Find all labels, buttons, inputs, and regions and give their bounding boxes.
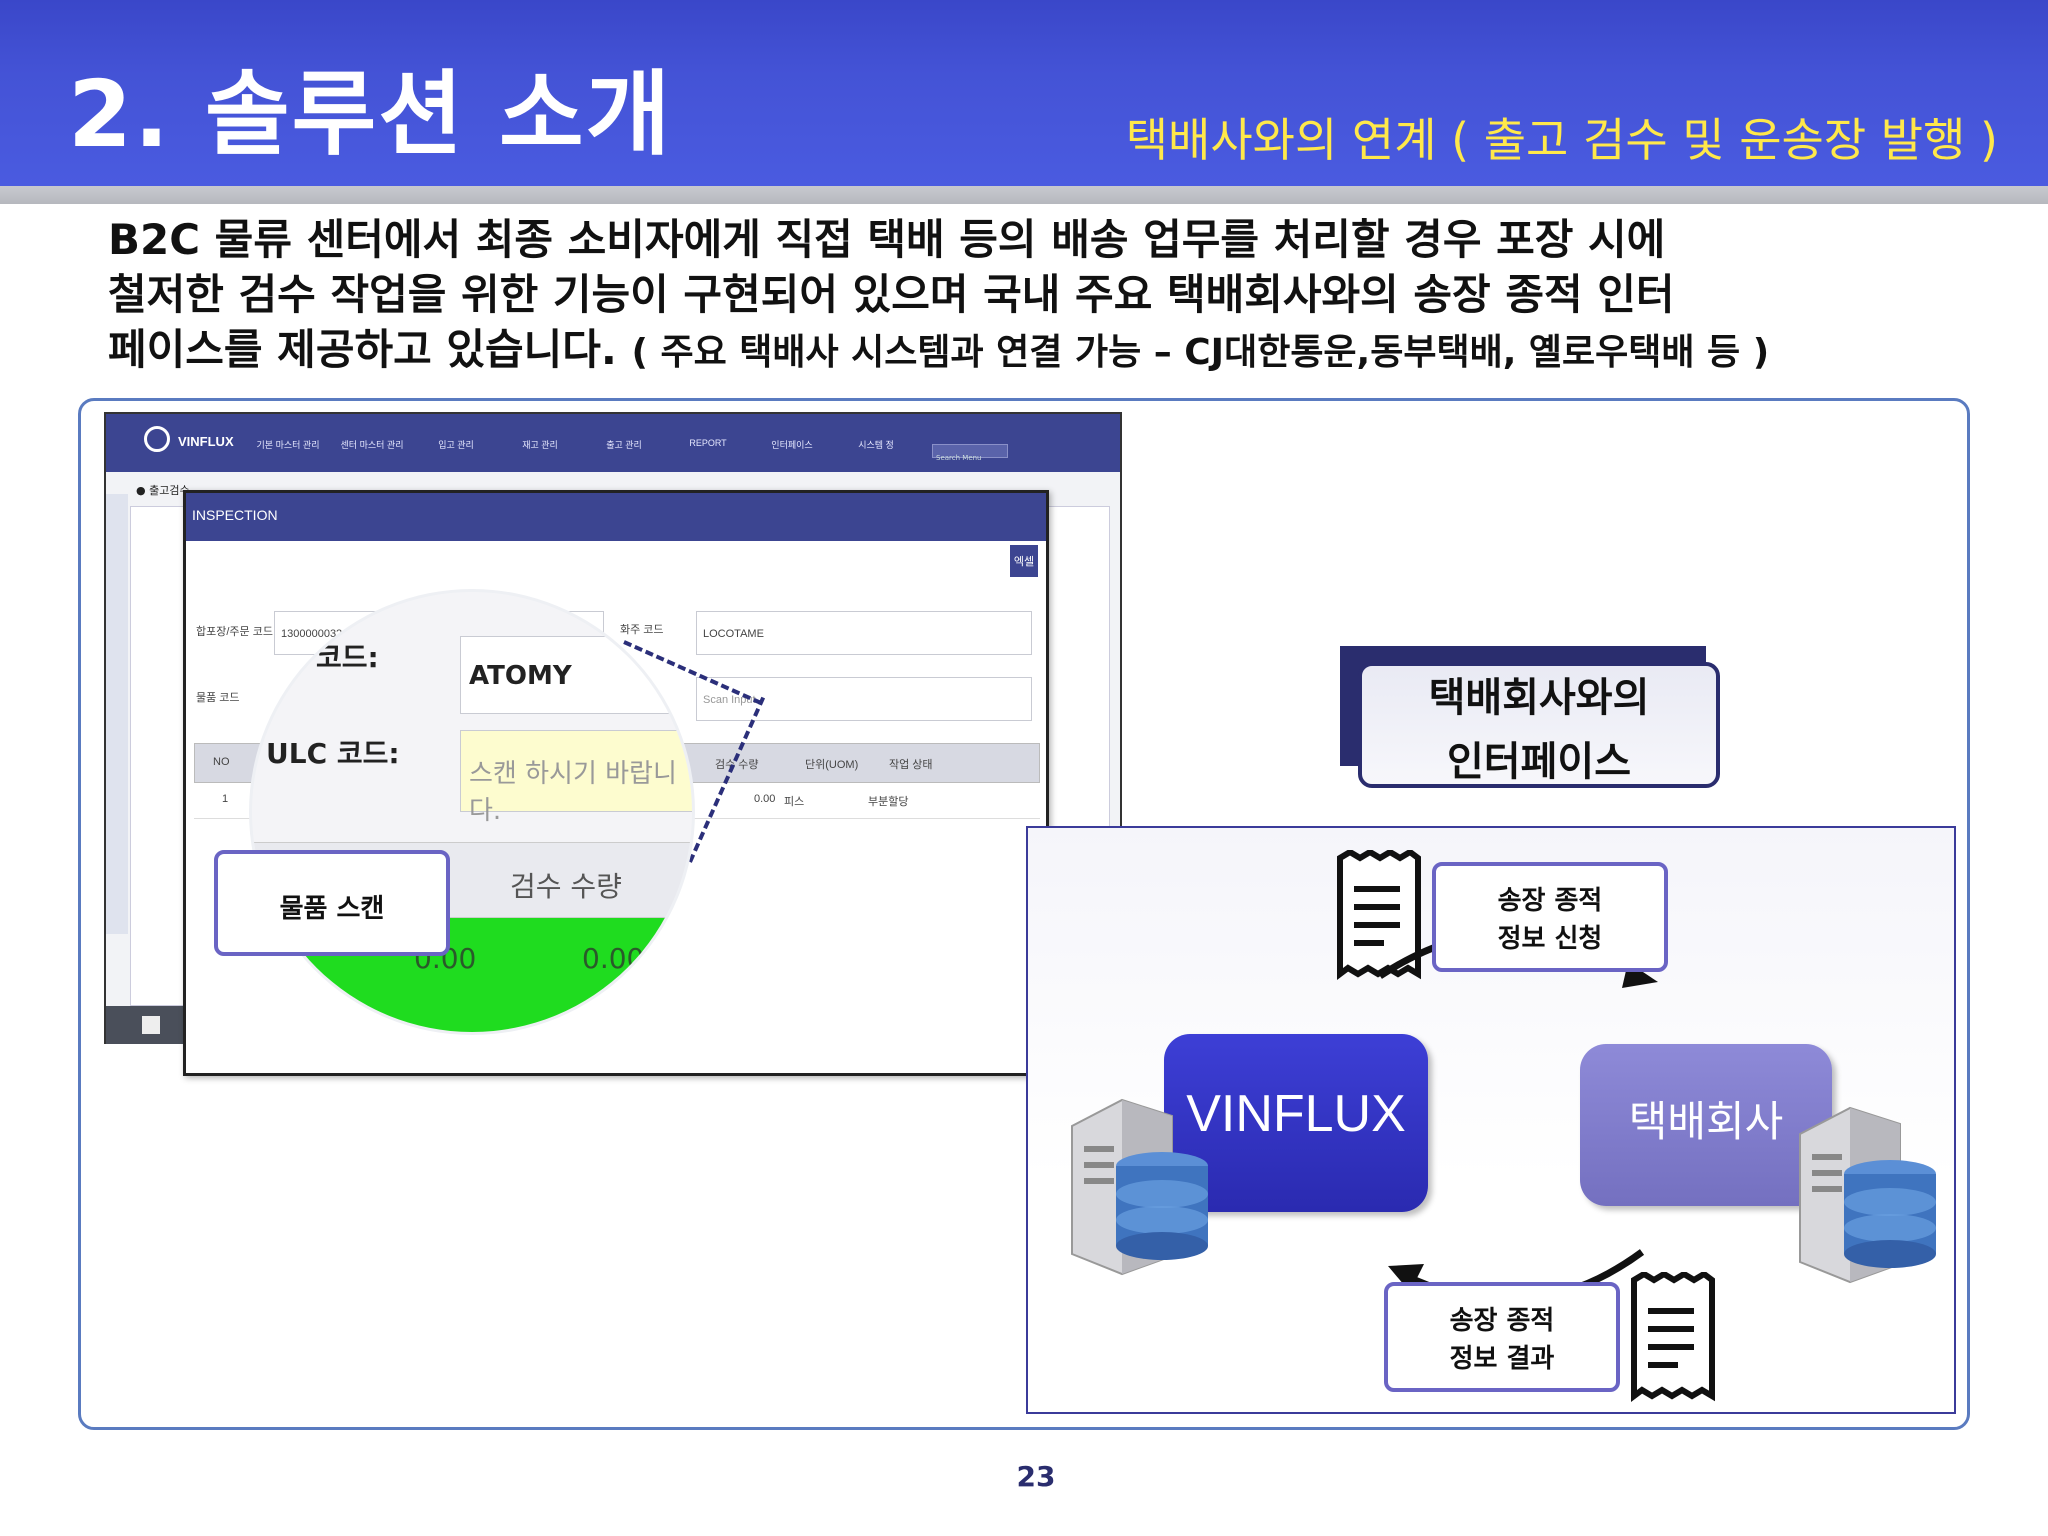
interface-title-box: 택배회사와의 인터페이스: [1358, 662, 1720, 788]
menu-item[interactable]: REPORT: [689, 438, 727, 448]
courier-server-icon: [1799, 1106, 1936, 1284]
menu-search-input[interactable]: Search Menu: [932, 444, 1008, 462]
courier-system-box: 택배회사: [1580, 1044, 1832, 1206]
breadcrumb: ● 출고검수: [136, 484, 190, 497]
intro-line-2: 철저한 검수 작업을 위한 기능이 구현되어 있으며 국내 주요 택배회사와의 …: [108, 270, 1675, 319]
slide-header: [0, 0, 2048, 186]
interface-title-line-2: 인터페이스: [1447, 739, 1631, 785]
page-number: 23: [1016, 1460, 1056, 1493]
request-line-2: 정보 신청: [1497, 924, 1603, 954]
interface-title-line-1: 택배회사와의: [1428, 675, 1650, 721]
zoom-company-field: ATOMY: [460, 636, 692, 714]
slide-subtitle: 택배사와의 연계 ( 출고 검수 및 운송장 발행 ): [1125, 113, 1998, 167]
close-icon[interactable]: [142, 1016, 160, 1034]
invoice-document-icon: [1631, 1272, 1715, 1402]
order-code-label: 합포장/주문 코드: [196, 626, 273, 638]
intro-note: ( 주요 택배사 시스템과 연결 가능 – CJ대한통운,동부택배, 옐로우택배…: [631, 332, 1770, 373]
zoom-code-label: 코드:: [316, 641, 379, 674]
zoom-value-b: 0.00: [582, 942, 645, 975]
col-status: 작업 상태: [889, 759, 933, 771]
row-qty: 0.00: [754, 793, 776, 805]
row-status: 부분할당: [868, 796, 909, 808]
request-line-1: 송장 종적: [1497, 886, 1603, 916]
vinflux-server-icon: [1071, 1098, 1208, 1276]
search-placeholder: Search Menu: [936, 454, 982, 462]
menu-item[interactable]: 기본 마스터 관리: [256, 440, 320, 450]
header-divider: [0, 186, 2048, 204]
col-uom: 단위(UOM): [805, 759, 859, 771]
zoom-scan-field: 스캔 하시기 바랍니다.: [460, 730, 692, 826]
app-logo: VINFLUX: [178, 434, 234, 449]
result-line-1: 송장 종적: [1449, 1306, 1555, 1336]
zoom-ulc-label: ULC 코드:: [266, 737, 400, 770]
excel-button[interactable]: 엑셀: [1010, 545, 1038, 577]
result-line-2: 정보 결과: [1449, 1344, 1555, 1374]
row-no: 1: [222, 793, 229, 805]
scan-input[interactable]: Scan Input: [696, 677, 1032, 721]
zoom-qty-header: 검수 수량: [510, 870, 622, 903]
intro-line-1: B2C 물류 센터에서 최종 소비자에게 직접 택배 등의 배송 업무를 처리할…: [108, 215, 1666, 264]
row-uom: 피스: [784, 796, 805, 808]
product-code-label: 물품 코드: [196, 692, 240, 704]
app-top-bar: VINFLUX 기본 마스터 관리 센터 마스터 관리 입고 관리 재고 관리 …: [106, 414, 1120, 472]
app-menu: 기본 마스터 관리 센터 마스터 관리 입고 관리 재고 관리 출고 관리 RE…: [246, 438, 918, 451]
menu-item[interactable]: 시스템 정: [858, 440, 894, 450]
invoice-document-icon: [1337, 850, 1421, 980]
menu-item[interactable]: 센터 마스터 관리: [340, 440, 404, 450]
result-callout: 송장 종적 정보 결과: [1384, 1282, 1620, 1392]
menu-item[interactable]: 입고 관리: [438, 440, 474, 450]
menu-item[interactable]: 재고 관리: [522, 440, 558, 450]
product-scan-callout: 물품 스캔: [214, 850, 450, 956]
col-no: NO: [213, 756, 230, 768]
owner-code-field[interactable]: LOCOTAME: [696, 611, 1032, 655]
zoom-magnifier: 코드: ATOMY ULC 코드: 스캔 하시기 바랍니다. 검수 수량 0.0…: [252, 592, 692, 1032]
dialog-title: INSPECTION: [186, 493, 1046, 541]
intro-text: B2C 물류 센터에서 최종 소비자에게 직접 택배 등의 배송 업무를 처리할…: [108, 212, 1988, 380]
vinflux-logo-icon: [144, 426, 170, 452]
app-sidebar: [106, 494, 128, 934]
menu-item[interactable]: 출고 관리: [606, 440, 642, 450]
request-callout: 송장 종적 정보 신청: [1432, 862, 1668, 972]
intro-line-3-main: 페이스를 제공하고 있습니다.: [108, 325, 632, 374]
intro-line-3: 페이스를 제공하고 있습니다. ( 주요 택배사 시스템과 연결 가능 – CJ…: [108, 322, 1988, 380]
owner-code-label: 화주 코드: [620, 624, 664, 636]
menu-item[interactable]: 인터페이스: [771, 440, 813, 450]
col-inspect-qty: 검수 수량: [715, 759, 759, 771]
slide-title: 2. 솔루션 소개: [68, 61, 673, 168]
